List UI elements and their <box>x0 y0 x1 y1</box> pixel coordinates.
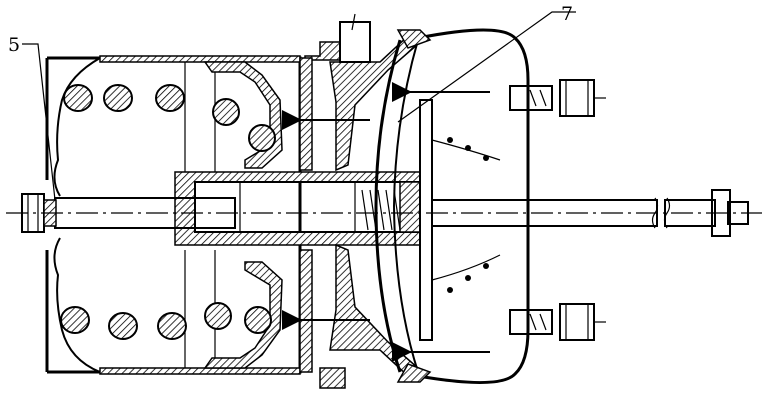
mounting-bolt-top <box>509 79 606 117</box>
spring-brake-housing <box>45 55 302 375</box>
return-spring-top <box>447 137 489 161</box>
callout-label-5: 5 <box>8 34 20 56</box>
callout-label-7: 7 <box>561 3 573 25</box>
callout-5: 5 <box>8 34 56 201</box>
callout-7: 7 <box>397 3 576 123</box>
central-piston-hub <box>174 171 421 246</box>
return-spring-bottom <box>447 263 489 293</box>
pressure-arrows <box>282 82 490 362</box>
mounting-bolt-bottom <box>509 303 606 341</box>
